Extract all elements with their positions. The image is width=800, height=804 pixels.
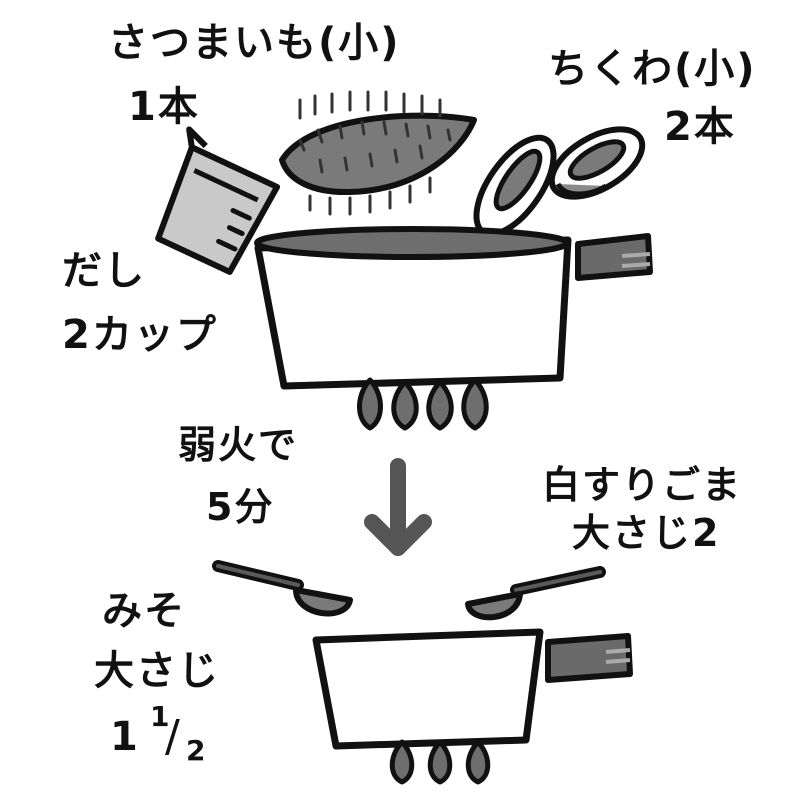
pot-icon <box>312 628 633 750</box>
measuring-cup-icon <box>155 126 281 275</box>
sweet-potato-icon <box>279 90 477 216</box>
miso-name: みそ <box>102 588 186 634</box>
chikuwa-qty: 2本 <box>664 104 736 150</box>
chikuwa-icon <box>473 126 646 238</box>
pot-icon <box>254 226 653 390</box>
flame-icon <box>389 739 491 785</box>
miso-qty-whole: 1 <box>110 714 140 760</box>
sweet-potato-name: さつまいも(小) <box>108 20 401 66</box>
miso-unit: 大さじ <box>94 648 220 694</box>
miso-qty-fraction-numerator: 1 <box>150 700 172 733</box>
chikuwa-name: ちくわ(小) <box>548 46 757 92</box>
step-time: 5分 <box>206 485 275 529</box>
dashi-name: だし <box>62 248 146 294</box>
arrow-down-icon <box>364 458 432 556</box>
sweet-potato-qty: 1本 <box>128 84 200 130</box>
miso-qty-fraction-denominator: 2 <box>186 734 208 767</box>
dashi-qty: 2カップ <box>62 312 218 358</box>
step-heat: 弱火で <box>178 423 299 467</box>
miso-qty-fraction-slash: / <box>165 711 182 762</box>
sesame-name: 白すりごま <box>542 463 743 507</box>
flame-icon <box>357 377 489 431</box>
sesame-qty: 大さじ2 <box>572 511 721 555</box>
measuring-spoon-icon <box>212 560 353 617</box>
measuring-spoon-icon <box>465 566 606 621</box>
